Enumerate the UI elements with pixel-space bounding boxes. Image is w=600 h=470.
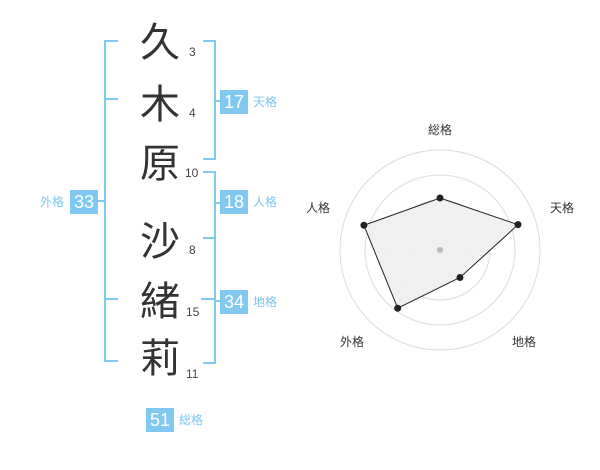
stroke-count-1: 3 [189, 45, 196, 59]
fortune-radar-chart: 総格 天格 地格 外格 人格 [306, 122, 574, 351]
radar-label-tenkaku: 天格 [550, 200, 574, 215]
bracket-connector [214, 202, 220, 204]
radar-center [437, 247, 443, 253]
name-char-3: 原 [140, 141, 180, 187]
soukaku-label: 総格 [179, 413, 204, 427]
radar-label-soukaku: 総格 [428, 122, 452, 137]
stroke-count-6: 11 [186, 367, 199, 381]
radar-point-jinkaku [360, 221, 368, 229]
bracket-connector [214, 300, 220, 302]
stroke-count-4: 8 [189, 243, 196, 257]
bracket-connector [97, 200, 106, 202]
radar-label-chikaku: 地格 [512, 334, 536, 349]
name-char-5: 緒 [140, 279, 180, 325]
radar-ring [339, 149, 541, 351]
radar-shape [363, 197, 519, 309]
bracket-divider [104, 298, 118, 300]
radar-point-tenkaku [514, 221, 522, 229]
bracket-divider [104, 98, 118, 100]
tenkaku-value-badge: 17 [220, 90, 248, 114]
radar-label-gaikaku: 外格 [340, 334, 364, 349]
radar-point-gaikaku [394, 304, 402, 312]
gaikaku-value-badge: 33 [70, 190, 98, 214]
stroke-count-2: 4 [189, 106, 196, 120]
name-char-1: 久 [140, 20, 180, 66]
bracket-connector [214, 100, 220, 102]
radar-point-soukaku [436, 194, 444, 202]
bracket-divider [201, 298, 214, 300]
stroke-count-3: 10 [185, 166, 199, 180]
chikaku-value-badge: 34 [220, 290, 248, 314]
radar-point-chikaku [456, 274, 464, 282]
gaikaku-bracket [104, 40, 118, 362]
name-char-6: 莉 [140, 336, 180, 382]
name-char-2: 木 [140, 82, 180, 128]
tenkaku-label: 天格 [253, 95, 278, 109]
soukaku-value-badge: 51 [146, 408, 174, 432]
jinkaku-value-badge: 18 [220, 190, 248, 214]
radar-ring [364, 174, 516, 326]
name-char-4: 沙 [140, 219, 180, 265]
stroke-count-5: 15 [186, 305, 200, 319]
jinkaku-bracket [203, 171, 216, 239]
gaikaku-label: 外格 [40, 195, 65, 209]
radar-label-jinkaku: 人格 [306, 200, 330, 215]
jinkaku-label: 人格 [253, 195, 278, 209]
chikaku-label: 地格 [253, 295, 278, 309]
